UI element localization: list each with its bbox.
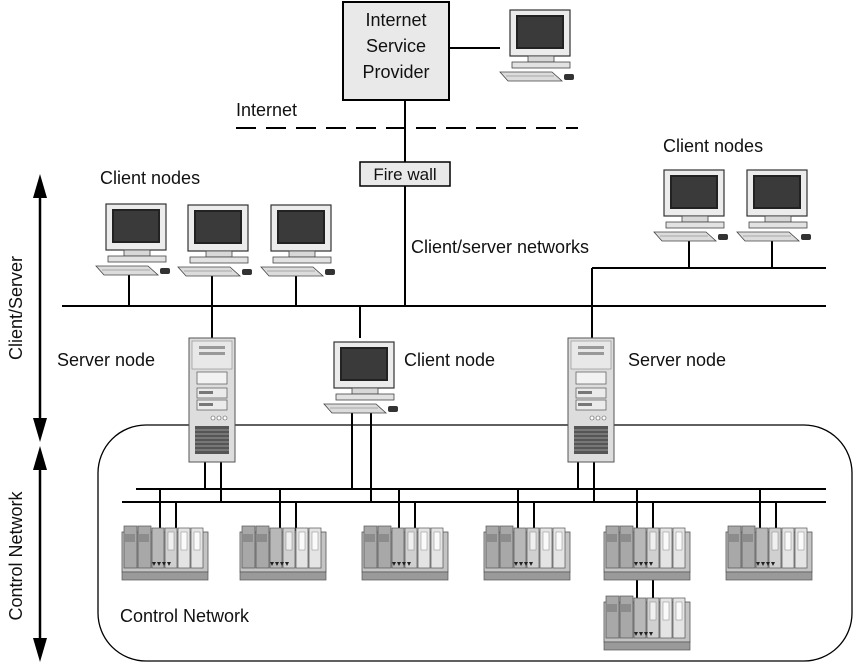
controller-rack-icon bbox=[239, 525, 327, 581]
client-nodes-right-label: Client nodes bbox=[663, 136, 763, 156]
control-network-boundary bbox=[97, 424, 853, 662]
controller-rack-icon bbox=[603, 525, 691, 581]
network-lines bbox=[62, 47, 826, 601]
internet-label: Internet bbox=[236, 100, 297, 120]
center-client-desktop-computer-icon bbox=[323, 341, 399, 414]
firewall-label: Fire wall bbox=[373, 165, 436, 184]
control-network-double-arrow-icon bbox=[33, 446, 47, 662]
client-server-networks-label: Client/server networks bbox=[411, 237, 589, 257]
client-desktop-computer-icon bbox=[95, 203, 171, 276]
controller-rack-icon bbox=[121, 525, 209, 581]
client-desktop-computer-icon bbox=[736, 169, 812, 242]
side-label-client-server: Client/Server bbox=[6, 256, 26, 360]
side-label-control-network: Control Network bbox=[6, 490, 26, 620]
isp-label-line3: Provider bbox=[362, 62, 429, 82]
controller-rack-icon bbox=[725, 525, 813, 581]
left-server-tower-icon bbox=[188, 337, 236, 463]
isp-label-line1: Internet bbox=[365, 10, 426, 30]
controller-rack-icon bbox=[483, 525, 571, 581]
controller-rack-icon bbox=[603, 595, 691, 651]
control-network-label: Control Network bbox=[120, 606, 250, 626]
controller-rack-icon bbox=[361, 525, 449, 581]
client-desktop-computer-icon bbox=[177, 204, 253, 277]
isp-node: Internet Service Provider bbox=[342, 1, 450, 101]
right-server-tower-icon bbox=[567, 337, 615, 463]
firewall-node: Fire wall bbox=[359, 161, 451, 187]
server-node-left-label: Server node bbox=[57, 350, 155, 370]
server-node-right-label: Server node bbox=[628, 350, 726, 370]
client-nodes-left-label: Client nodes bbox=[100, 168, 200, 188]
client-node-center-label: Client node bbox=[404, 350, 495, 370]
client-desktop-computer-icon bbox=[260, 204, 336, 277]
isp-desktop-computer-icon bbox=[499, 9, 575, 82]
isp-label-line2: Service bbox=[366, 36, 426, 56]
client-desktop-computer-icon bbox=[653, 169, 729, 242]
client-server-double-arrow-icon bbox=[33, 174, 47, 442]
